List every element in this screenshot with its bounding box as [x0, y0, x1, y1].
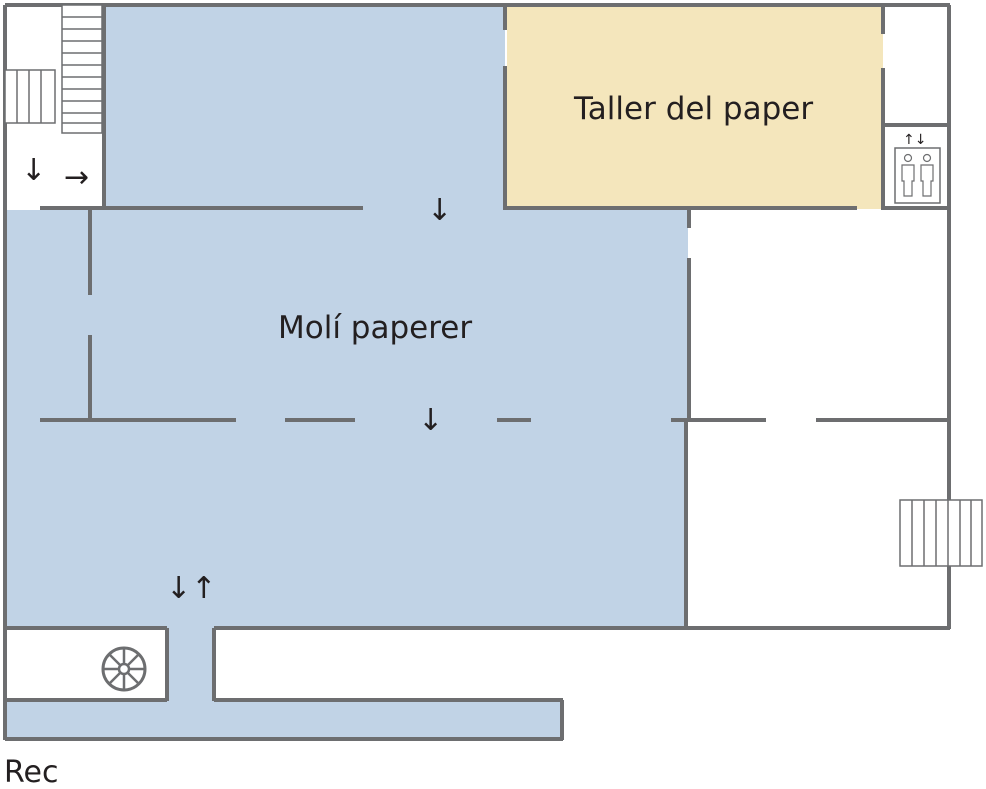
floor-label: Rec	[4, 755, 58, 789]
taller-del-paper-area[interactable]	[507, 6, 883, 209]
stairs-icon[interactable]	[4, 4, 103, 134]
stairs-right-icon[interactable]	[899, 499, 983, 567]
elevator-icon[interactable]	[894, 147, 941, 204]
entrance-corridor[interactable]	[5, 628, 562, 739]
elevator-arrows: ↑↓	[903, 132, 926, 148]
arrow-down-icon: ↓	[427, 193, 452, 228]
arrow-down-icon: ↓	[21, 153, 46, 188]
arrow-down-icon: ↓	[418, 403, 443, 438]
room-label-taller-del-paper: Taller del paper	[573, 91, 813, 127]
arrow-down-up-icon: ↓↑	[166, 571, 216, 606]
moli-paperer-area[interactable]	[5, 5, 688, 628]
room-label-moli-paperer: Molí paperer	[278, 310, 472, 346]
arrow-right-icon: →	[64, 160, 89, 195]
water-wheel-icon[interactable]	[101, 646, 147, 692]
